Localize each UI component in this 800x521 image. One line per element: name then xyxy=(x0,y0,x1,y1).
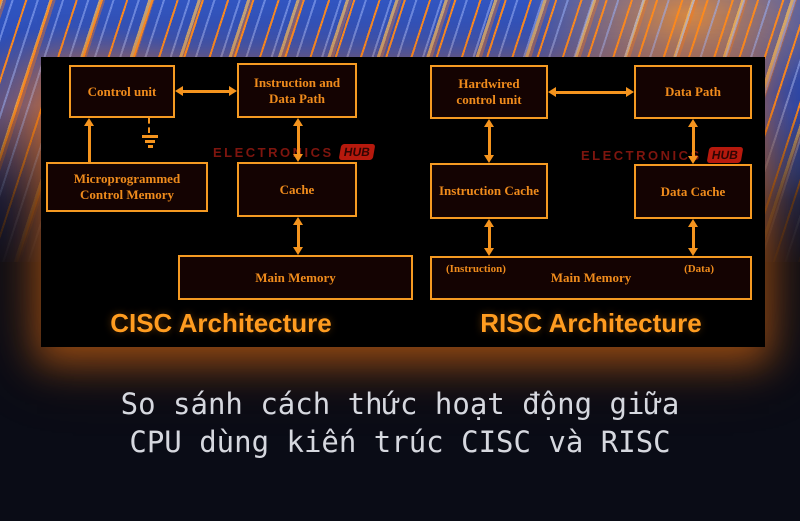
watermark-text: ELECTRONICS xyxy=(213,144,334,160)
microprogrammed-label: Microprogrammed Control Memory xyxy=(73,171,181,202)
box-data-path: Data Path xyxy=(634,65,752,119)
hub-badge: HUB xyxy=(338,144,376,160)
control-unit-label: Control unit xyxy=(87,83,157,99)
ground-icon xyxy=(141,118,159,150)
main-memory-cisc-label: Main Memory xyxy=(255,269,336,285)
box-cache: Cache xyxy=(237,162,357,217)
arrow-cache-main-memory xyxy=(292,217,304,255)
box-control-unit: Control unit xyxy=(69,65,175,118)
main-memory-risc-label: Main Memory xyxy=(550,270,632,285)
arrow-microprogrammed-to-control-unit xyxy=(83,118,95,162)
watermark-text: ELECTRONICS xyxy=(581,147,702,163)
box-instruction-cache: Instruction Cache xyxy=(430,163,548,219)
caption: So sánh cách thức hoạt động giữa CPU dùn… xyxy=(0,385,800,461)
instruction-tag: (Instruction) xyxy=(446,263,506,275)
box-data-cache: Data Cache xyxy=(634,164,752,219)
hub-badge: HUB xyxy=(706,147,744,163)
caption-line-2: CPU dùng kiến trúc CISC và RISC xyxy=(129,425,671,459)
arrow-data-path-cache xyxy=(292,118,304,162)
arrow-data-path-data-cache xyxy=(687,119,699,164)
arrow-hardwired-instruction-cache xyxy=(483,119,495,163)
risc-architecture-title: RISC Architecture xyxy=(480,308,702,338)
arrow-instruction-cache-main-memory xyxy=(483,219,495,256)
instruction-cache-label: Instruction Cache xyxy=(438,183,540,198)
cisc-architecture-title: CISC Architecture xyxy=(110,308,332,338)
caption-line-1: So sánh cách thức hoạt động giữa xyxy=(120,387,680,421)
data-path-label: Data Path xyxy=(665,84,721,99)
box-main-memory-cisc: Main Memory xyxy=(178,255,413,300)
electronics-hub-watermark-right: ELECTRONICS HUB xyxy=(581,147,744,163)
box-instruction-data-path: Instruction and Data Path xyxy=(237,63,357,118)
box-hardwired-control-unit: Hardwired control unit xyxy=(430,65,548,119)
diagram-panel: Control unit Instruction and Data Path M… xyxy=(41,57,765,347)
box-main-memory-risc: (Instruction) Main Memory (Data) xyxy=(430,256,752,300)
box-microprogrammed-control-memory: Microprogrammed Control Memory xyxy=(46,162,208,212)
data-cache-label: Data Cache xyxy=(660,183,726,199)
data-tag: (Data) xyxy=(684,263,714,275)
arrow-control-unit-data-path xyxy=(175,85,237,97)
instruction-data-path-label: Instruction and Data Path xyxy=(253,74,341,106)
cache-label: Cache xyxy=(279,181,315,197)
hardwired-control-unit-label: Hardwired control unit xyxy=(456,76,522,107)
arrow-data-cache-main-memory xyxy=(687,219,699,256)
arrow-hardwired-data-path xyxy=(548,86,634,98)
